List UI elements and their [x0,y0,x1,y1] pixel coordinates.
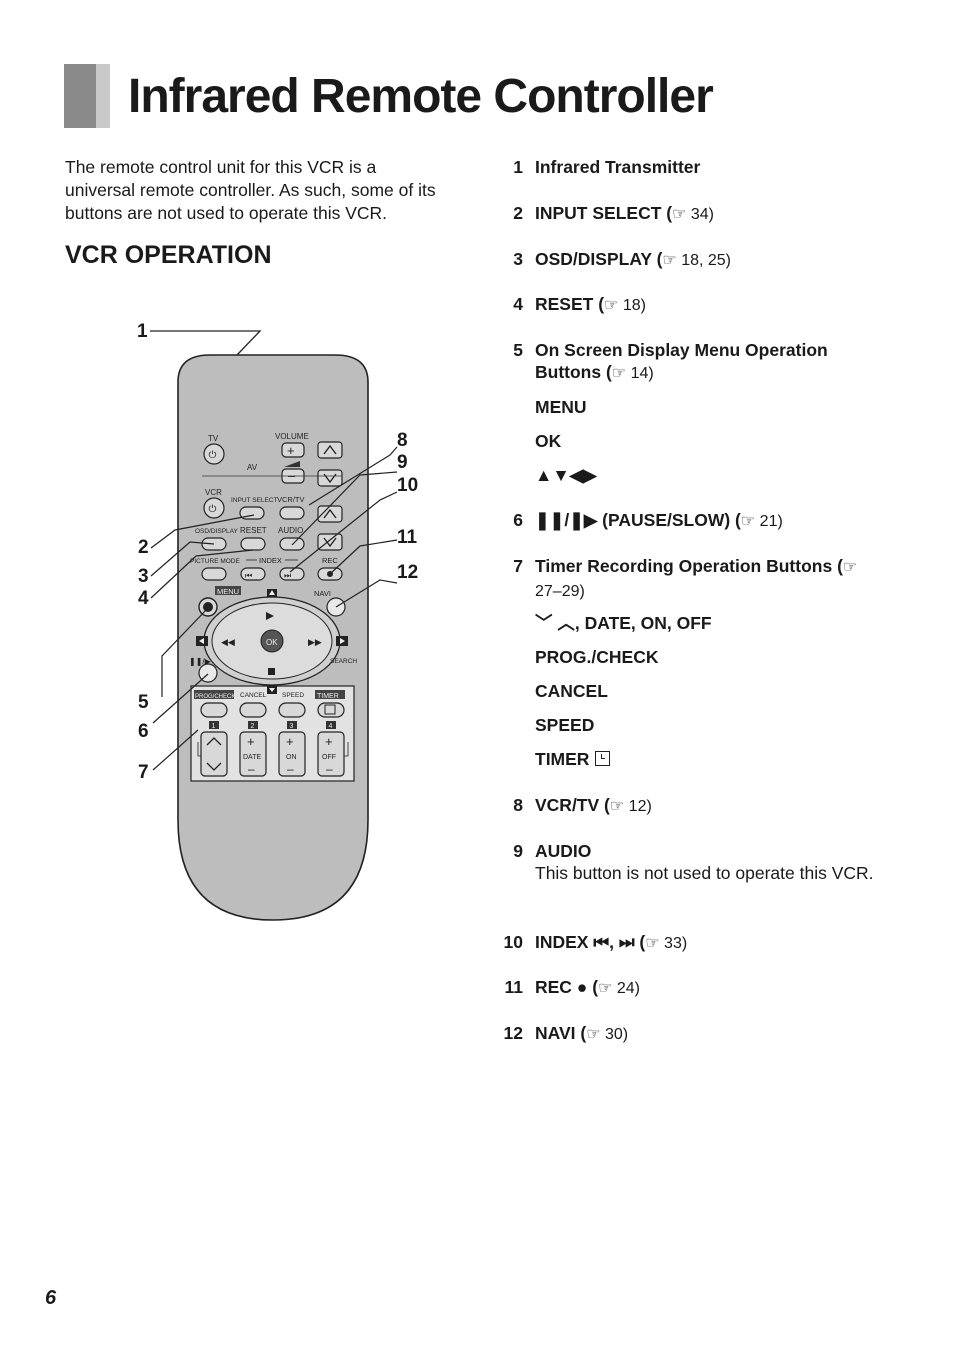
svg-text:–: – [326,762,333,776]
list-subitem: SPEED [535,715,595,735]
label-navi: NAVI [314,589,331,598]
label-vcr-tv: VCR/TV [277,495,305,504]
list-subitem: ▲▼◀▶ [535,465,597,485]
callout-8: 8 [397,430,408,451]
timer-icon [595,751,611,766]
svg-text:◀◀: ◀◀ [221,637,235,647]
label-index: INDEX [259,556,282,565]
page-title: Infrared Remote Controller [128,70,714,123]
label-reset: RESET [240,526,267,535]
list-subitem: CANCEL [535,681,608,701]
label-audio: AUDIO [278,526,303,535]
intro-paragraph: The remote control unit for this VCR is … [65,157,436,223]
list-subitem: TIMER [535,748,611,770]
callout-9: 9 [397,452,408,473]
list-subitem: MENU [535,397,587,417]
label-search: SEARCH [330,658,357,665]
section-heading: VCR OPERATION [65,241,272,269]
label-volume: VOLUME [275,432,309,441]
svg-text:▶▶: ▶▶ [308,637,322,647]
label-picture-mode: PICTURE MODE [190,558,241,565]
svg-text:+: + [325,734,333,749]
title-accent-dark [64,64,96,128]
label-tv: TV [208,434,219,443]
svg-text:–: – [287,762,294,776]
callout-12: 12 [397,562,418,583]
callout-11: 11 [397,527,418,548]
callout-2: 2 [138,537,149,558]
callout-6: 6 [138,721,149,742]
callout-3: 3 [138,566,149,587]
list-note: This button is not used to operate this … [535,863,874,883]
svg-text:⏻: ⏻ [209,504,217,515]
label-off: OFF [322,754,336,761]
callout-1: 1 [137,321,148,342]
label-rec: REC [322,556,338,565]
list-subitem: OK [535,431,562,451]
power-icon: ⏻ [209,450,217,461]
svg-text:⏭: ⏭ [284,571,291,580]
callout-4: 4 [138,588,149,609]
svg-text:3: 3 [290,723,294,730]
svg-text:+: + [286,734,294,749]
list-subitem: PROG./CHECK [535,647,659,667]
callout-5: 5 [138,692,149,713]
label-av: AV [247,463,258,472]
svg-text:2: 2 [251,723,255,730]
label-on: ON [286,754,297,761]
label-date: DATE [243,754,261,761]
page-number: 6 [45,1287,57,1309]
callout-10: 10 [397,475,418,496]
label-vcr: VCR [205,488,222,497]
label-cancel: CANCEL [240,692,267,699]
svg-text:–: – [248,762,255,776]
label-menu: MENU [217,587,239,596]
label-input-select: INPUT SELECT [231,497,278,504]
label-ok: OK [266,638,278,647]
svg-text:+: + [287,443,295,458]
svg-text:–: – [288,468,296,483]
svg-text:⏮: ⏮ [245,571,252,580]
svg-text:+: + [247,734,255,749]
label-timer: TIMER [317,693,339,700]
svg-text:❚❚/▶: ❚❚/▶ [189,657,212,666]
title-accent-light [96,64,110,128]
label-osd-display: OSD/DISPLAY [195,528,239,535]
label-speed: SPEED [282,692,304,699]
label-prog-check: PROG/CHECK [195,694,235,700]
svg-text:4: 4 [329,723,333,730]
svg-text:1: 1 [212,723,216,730]
list-subitem: ﹀ ︿, DATE, ON, OFF [535,613,712,633]
callout-7: 7 [138,762,149,783]
